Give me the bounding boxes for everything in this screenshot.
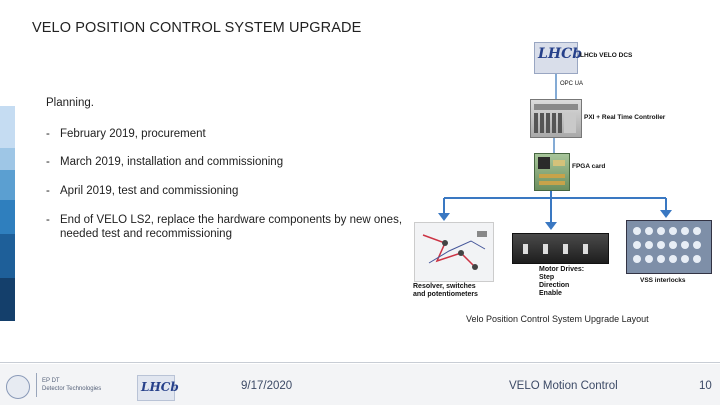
- pxi-label: PXI + Real Time Controller: [584, 114, 665, 121]
- footer-title: VELO Motion Control: [509, 380, 618, 392]
- arrow-head: [660, 210, 672, 218]
- footer-lhcb-logo: LHCb: [137, 375, 175, 401]
- motor-drives-photo: [512, 233, 609, 264]
- arrow-head: [545, 222, 557, 230]
- vss-interlocks-photo: [626, 220, 712, 274]
- resolver-photo: [414, 222, 494, 282]
- pxi-controller-image: [530, 99, 582, 138]
- fpga-card-image: [534, 153, 570, 191]
- motor-drives-label: Motor Drives: Step Direction Enable: [539, 266, 584, 298]
- fpga-label: FPGA card: [572, 163, 605, 170]
- arrow-head: [438, 213, 450, 221]
- opc-ua-label: OPC UA: [560, 81, 583, 87]
- ep-dt-logo: EP DT Detector Technologies: [6, 371, 106, 399]
- cern-seal-icon: [6, 375, 30, 399]
- footer-date: 9/17/2020: [241, 380, 292, 392]
- lhcb-logo: LHCb: [534, 42, 578, 74]
- page-number: 10: [699, 380, 712, 392]
- lhcb-dcs-label: LHCb VELO DCS: [580, 52, 632, 59]
- diagram-caption: Velo Position Control System Upgrade Lay…: [466, 314, 649, 324]
- resolver-label: Resolver, switches and potentiometers: [413, 283, 478, 299]
- footer-divider: [0, 362, 720, 363]
- vss-interlocks-label: VSS interlocks: [640, 277, 686, 284]
